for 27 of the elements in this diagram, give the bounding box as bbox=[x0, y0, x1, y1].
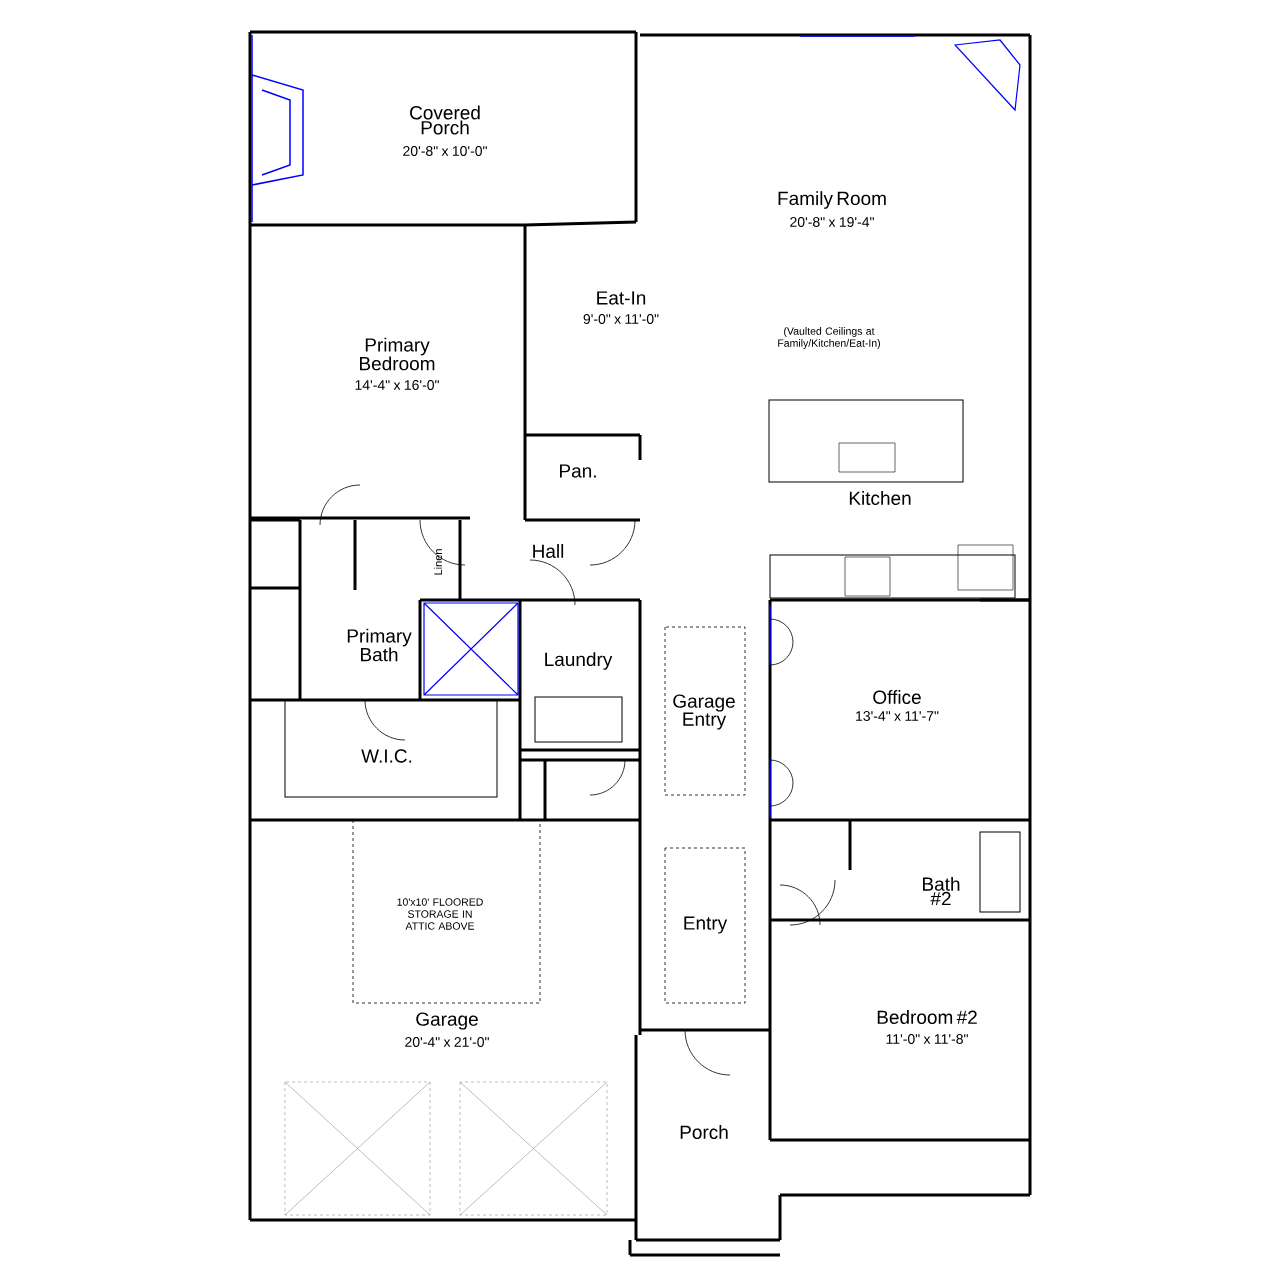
room-name: Linen bbox=[433, 549, 443, 575]
room-name: Garage bbox=[416, 1012, 478, 1030]
room-name: Entry bbox=[684, 916, 728, 934]
room-name: Laundry bbox=[545, 652, 613, 670]
room-name: Eat-In bbox=[597, 291, 646, 305]
note-text: 10'x10' FLOORED STORAGE IN ATTIC ABOVE bbox=[397, 898, 483, 930]
room-name: Hall bbox=[533, 544, 564, 558]
note-text: (Vaulted Ceilings at Family/Kitchen/Eat-In) bbox=[778, 327, 880, 349]
room-name: Kitchen bbox=[849, 491, 911, 505]
dimension-text: 11'-0" x 11'-8" bbox=[886, 1034, 968, 1044]
room-name: Bedroom #2 bbox=[877, 1010, 977, 1024]
room-name: Office bbox=[873, 690, 921, 704]
room-name: Primary Bath bbox=[347, 628, 412, 662]
room-name: Covered Porch bbox=[410, 105, 480, 135]
room-name: Bath #2 bbox=[923, 876, 960, 906]
dimension-text: 13'-4" x 11'-7" bbox=[856, 711, 939, 721]
room-name: Pan. bbox=[560, 464, 596, 478]
dimension-text: 20'-8" x 10'-0" bbox=[403, 146, 487, 156]
room-name: Garage Entry bbox=[673, 694, 735, 730]
room-name: W.I.C. bbox=[361, 749, 412, 763]
dimension-text: 14'-4" x 16'-0" bbox=[355, 380, 439, 390]
dimension-text: 20'-8" x 19'-4" bbox=[790, 217, 874, 227]
dimension-text: 9'-0" x 11'-0" bbox=[583, 314, 659, 324]
dimension-text: 20'-4" x 21'-0" bbox=[405, 1037, 489, 1047]
room-name: Primary Bedroom bbox=[360, 337, 435, 371]
room-name: Porch bbox=[680, 1125, 728, 1139]
room-name: Family Room bbox=[778, 191, 886, 209]
